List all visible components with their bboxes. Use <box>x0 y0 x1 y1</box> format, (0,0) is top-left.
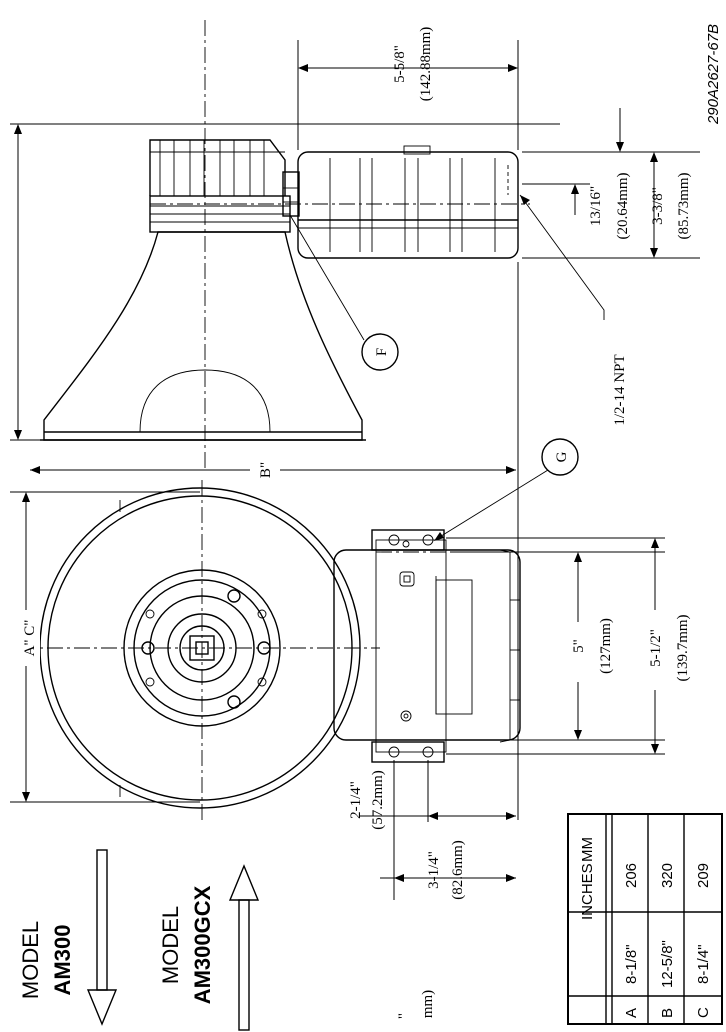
dim-b <box>30 262 519 820</box>
dimension-table <box>567 813 723 1025</box>
dim-tank-length <box>297 40 519 150</box>
table-row-c-inches: 8-1/4" <box>695 944 712 984</box>
table-row-b-mm: 320 <box>659 863 676 888</box>
model1-label: MODEL <box>18 921 43 999</box>
callout-g-label: G <box>554 451 570 462</box>
dim-mount-outer-in: 5-1/2" <box>648 629 664 667</box>
dim-tank-height-in: 3-3/8" <box>650 187 666 225</box>
callout-npt <box>519 194 605 320</box>
horn-side-view <box>40 20 530 470</box>
table-row-a-key: A <box>623 1008 640 1018</box>
dim-offset2-mm: (82.6mm) <box>450 840 466 900</box>
callout-f <box>289 214 399 371</box>
table-header-inches: INCHES <box>579 863 596 920</box>
dim-mount-inner-mm: (127mm) <box>598 618 614 674</box>
model1-arrow <box>86 849 118 1026</box>
dim-offset2-in: 3-1/4" <box>426 851 442 889</box>
table-row-c-mm: 209 <box>695 863 712 888</box>
dim-tank-height <box>522 108 700 259</box>
dim-mount-inner-in: 5" <box>571 639 587 653</box>
dim-port-offset-mm: (20.64mm) <box>615 172 631 239</box>
table-row-b-key: B <box>659 1008 676 1018</box>
table-row-b-inches: 12-5/8" <box>659 940 676 988</box>
model2-label: MODEL <box>158 906 183 984</box>
horn-front-view <box>20 480 521 820</box>
dim-mount-outer-mm: (139.7mm) <box>675 614 691 681</box>
dim-port-offset-in: 13/16" <box>588 186 604 226</box>
table-header-mm: MM <box>579 837 596 862</box>
dim-partial-in: " <box>396 1013 412 1019</box>
dim-lower-offsets <box>360 760 516 900</box>
callout-npt-label: 1/2-14 NPT <box>612 354 628 425</box>
model2-name: AM300GCX <box>190 885 215 1004</box>
model2-arrow <box>228 864 260 1031</box>
table-row-c-key: C <box>695 1007 712 1018</box>
dim-horn-length <box>10 123 560 441</box>
air-tank <box>297 145 519 259</box>
model1-name: AM300 <box>50 925 75 996</box>
dim-tank-length-in: 5-5/8" <box>392 45 408 83</box>
table-row-a-inches: 8-1/8" <box>623 944 640 984</box>
dim-mount-spacing <box>446 537 665 755</box>
callout-g <box>434 438 579 541</box>
drawing-number: 290A2627-67B <box>705 24 722 125</box>
dim-tank-height-mm: (85.73mm) <box>676 172 692 239</box>
dim-tank-length-mm: (142.88mm) <box>418 27 434 102</box>
dim-offset1-mm: (57.2mm) <box>370 770 386 830</box>
callout-f-label: F <box>374 348 390 356</box>
table-row-a-mm: 206 <box>623 863 640 888</box>
dim-b-label: B" <box>258 462 274 478</box>
dim-offset1-in: 2-1/4" <box>348 781 364 819</box>
dim-partial-mm: mm) <box>420 990 436 1018</box>
dim-ac-label: A" C" <box>22 620 38 657</box>
